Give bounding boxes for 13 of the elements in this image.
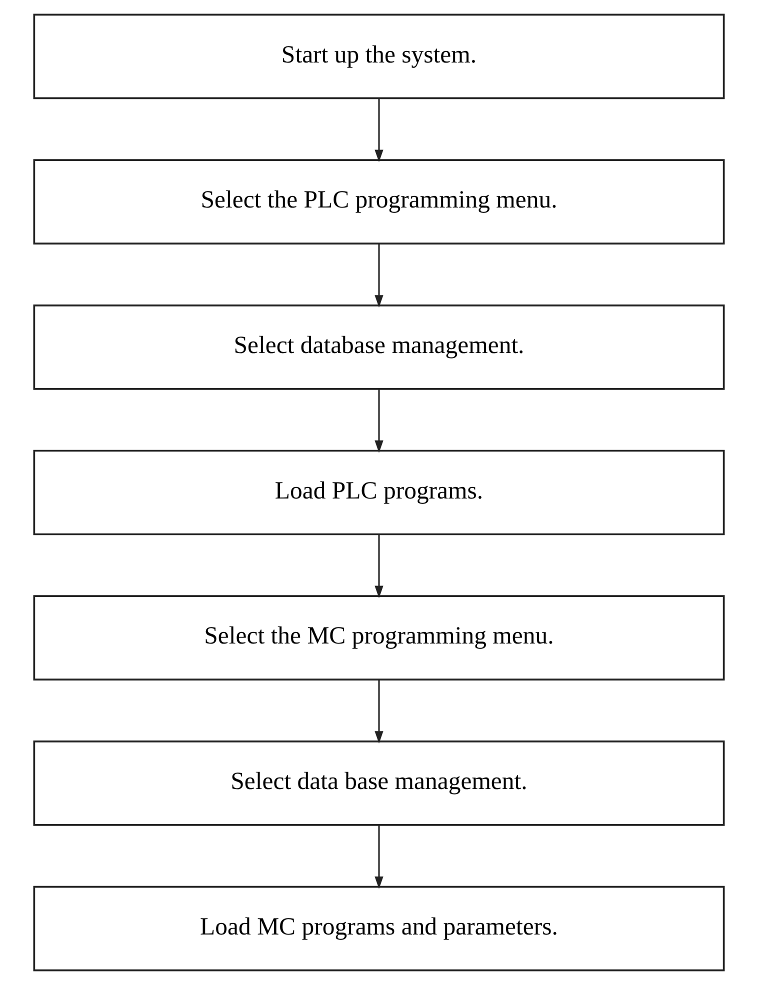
arrow xyxy=(374,98,383,162)
arrow xyxy=(374,534,383,598)
node-box: Start up the system. xyxy=(32,14,724,100)
arrow xyxy=(374,389,383,453)
node-box: Select the PLC programming menu. xyxy=(32,159,724,244)
arrow xyxy=(374,244,383,308)
node-box: Load PLC programs. xyxy=(32,450,724,536)
node-box: Select data base management. xyxy=(32,740,724,826)
node-box: Load MC programs and parameters. xyxy=(32,886,724,972)
node-box: Select database management. xyxy=(32,304,724,390)
node-box: Select the MC programming menu. xyxy=(32,595,724,681)
arrow xyxy=(374,680,383,744)
arrow xyxy=(374,825,383,889)
